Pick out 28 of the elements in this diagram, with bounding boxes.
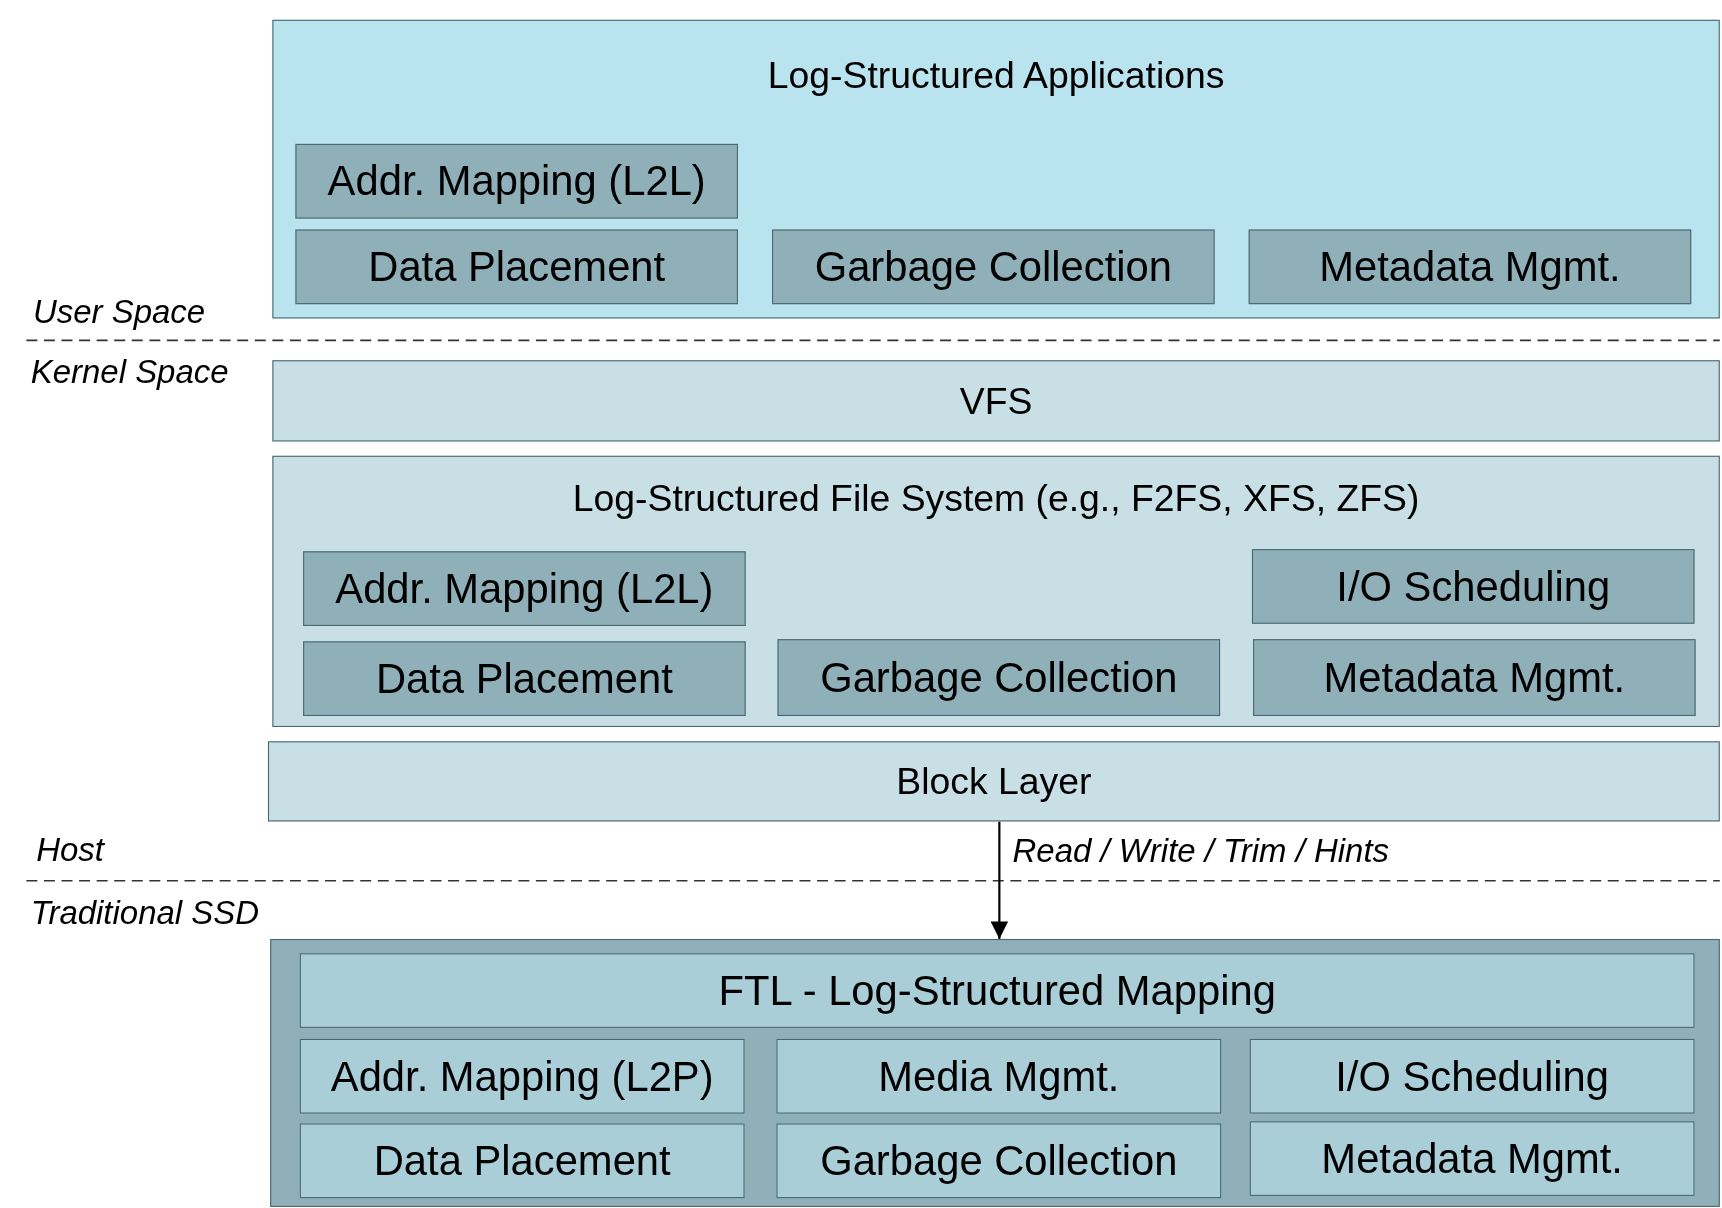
component-box: Garbage Collection — [772, 229, 1215, 305]
layer-box — [270, 938, 1720, 1207]
layer-box: VFS — [272, 360, 1720, 442]
component-box: Garbage Collection — [776, 1123, 1222, 1199]
region-label: User Space — [32, 293, 206, 331]
layer-title: Log-Structured Applications — [766, 53, 1226, 97]
component-box: Addr. Mapping (L2L) — [303, 551, 746, 626]
component-box: Data Placement — [295, 229, 738, 305]
component-box: Data Placement — [299, 1123, 745, 1199]
component-box: Media Mgmt. — [776, 1038, 1222, 1114]
arrow — [990, 821, 1009, 939]
layer-title: Log-Structured File System (e.g., F2FS, XFS, ZFS) — [571, 476, 1421, 520]
component-box: I/O Scheduling — [1251, 549, 1695, 624]
region-label: Traditional SSD — [30, 893, 260, 932]
component-box: Addr. Mapping (L2L) — [295, 143, 738, 219]
component-box: Metadata Mgmt. — [1253, 639, 1696, 717]
layer-box: Block Layer — [267, 741, 1720, 822]
component-box: I/O Scheduling — [1249, 1038, 1695, 1114]
component-box: FTL - Log-Structured Mapping — [299, 953, 1695, 1028]
component-box: Data Placement — [303, 641, 746, 717]
region-label: Kernel Space — [30, 353, 229, 391]
component-box: Metadata Mgmt. — [1249, 1121, 1695, 1196]
component-box: Metadata Mgmt. — [1248, 229, 1692, 305]
component-box: Addr. Mapping (L2P) — [299, 1038, 745, 1114]
layer-box — [272, 19, 1720, 319]
region-label: Host — [36, 831, 104, 869]
layer-box — [272, 455, 1720, 727]
component-box: Garbage Collection — [777, 639, 1221, 717]
